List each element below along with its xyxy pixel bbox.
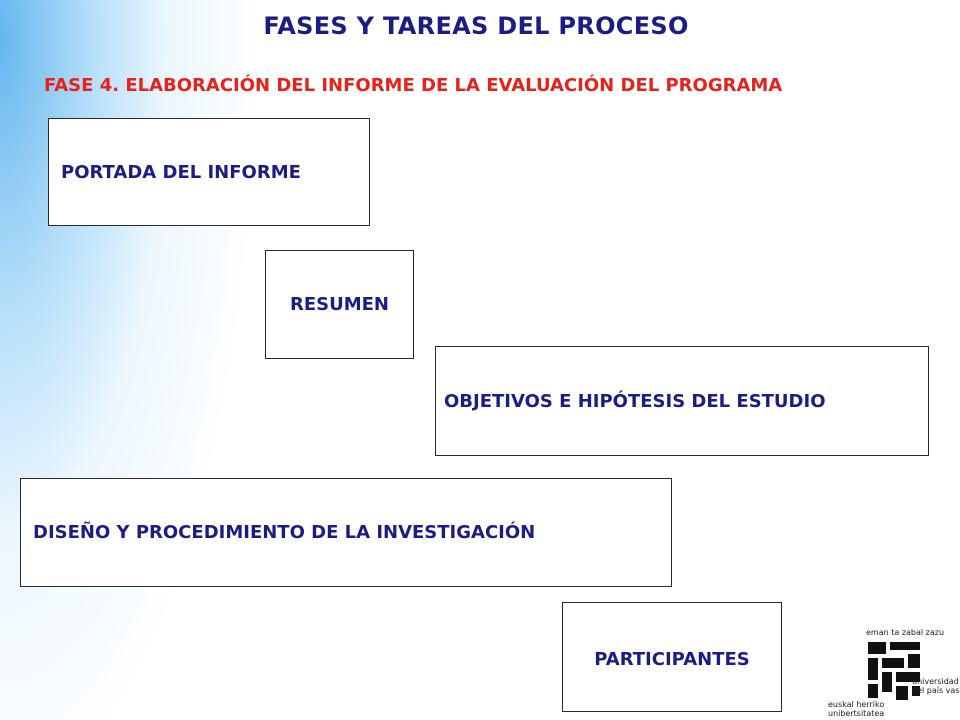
box-participantes: PARTICIPANTES [562, 602, 782, 712]
box-objetivos-label: OBJETIVOS E HIPÓTESIS DEL ESTUDIO [444, 390, 826, 412]
box-portada-label: PORTADA DEL INFORME [61, 161, 301, 183]
logo-basque-text: euskal herriko unibertsitatea [828, 700, 885, 718]
page-title: FASES Y TAREAS DEL PROCESO [0, 12, 960, 40]
phase-subtitle: FASE 4. ELABORACIÓN DEL INFORME DE LA EV… [44, 75, 783, 96]
logo-motto: eman ta zabal zazu [866, 628, 945, 637]
box-participantes-label: PARTICIPANTES [594, 648, 750, 670]
box-resumen-label: RESUMEN [289, 294, 389, 315]
box-resumen: RESUMEN [265, 250, 414, 359]
box-diseno: DISEÑO Y PROCEDIMIENTO DE LA INVESTIGACI… [20, 478, 672, 587]
box-objetivos: OBJETIVOS E HIPÓTESIS DEL ESTUDIO [435, 346, 929, 456]
page-title-text: FASES Y TAREAS DEL PROCESO [263, 12, 689, 40]
university-logo: eman ta zabal zazu euskal herriko uniber… [820, 620, 960, 720]
university-emblem-icon [868, 642, 920, 700]
logo-spanish-text: universidad del país vasco [912, 677, 960, 695]
box-portada: PORTADA DEL INFORME [48, 118, 370, 226]
box-diseno-label: DISEÑO Y PROCEDIMIENTO DE LA INVESTIGACI… [33, 522, 536, 543]
